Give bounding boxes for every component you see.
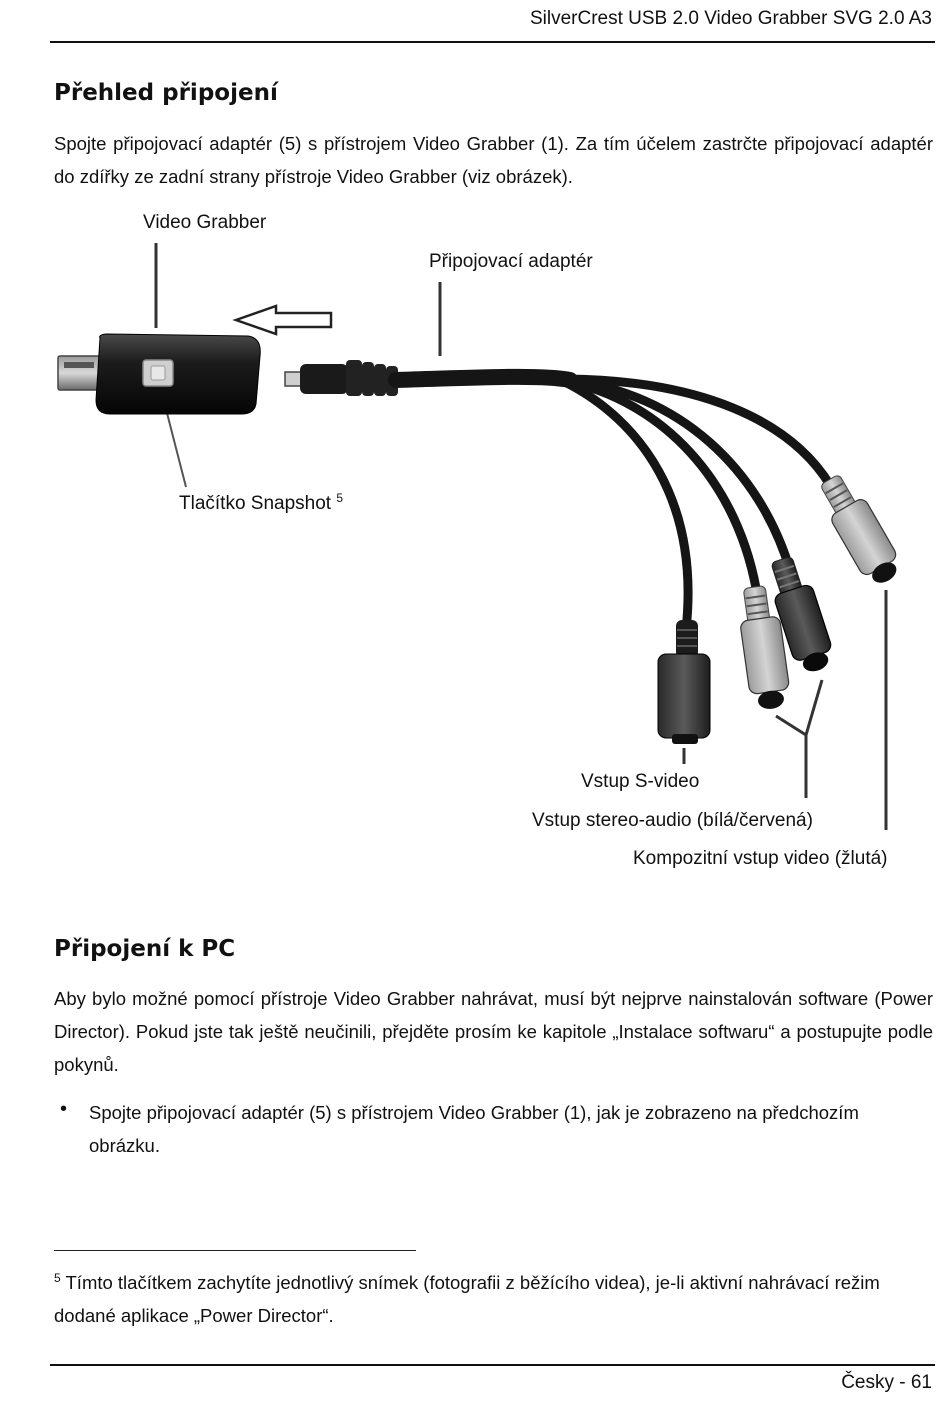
pc-connection-paragraph: Aby bylo možné pomocí přístroje Video Gr… xyxy=(54,988,933,1075)
footnote-ref: 5 xyxy=(336,491,344,505)
footer-rule xyxy=(50,1364,935,1366)
label-connection-adapter: Připojovací adaptér xyxy=(429,251,593,272)
video-grabber-device-icon xyxy=(95,333,261,415)
white-audio-plug-icon xyxy=(740,585,790,709)
footnote-text: Tímto tlačítkem zachytíte jednotlivý sní… xyxy=(54,1272,880,1326)
label-snapshot-button: Tlačítko Snapshot 5 xyxy=(179,491,344,514)
footnote: 5 Tímto tlačítkem zachytíte jednotlivý s… xyxy=(54,1266,933,1332)
footnote-rule xyxy=(54,1250,416,1251)
usb-plug-icon xyxy=(57,355,101,391)
section-heading-pc-connection: Připojení k PC xyxy=(54,936,236,962)
header-rule xyxy=(50,41,935,43)
label-composite-video-input: Kompozitní vstup video (žlutá) xyxy=(633,848,888,869)
red-audio-cable xyxy=(564,375,795,572)
label-svideo-input: Vstup S-video xyxy=(581,771,700,792)
bullet-item: Spojte připojovací adaptér (5) s přístro… xyxy=(89,1102,859,1156)
bullet-icon: • xyxy=(60,1098,68,1120)
white-audio-cable xyxy=(564,376,763,601)
composite-cable xyxy=(564,374,834,488)
device-illustration xyxy=(57,243,897,830)
insert-arrow-icon xyxy=(232,304,333,336)
page-number: Česky - 61 xyxy=(841,1372,932,1393)
svideo-cable xyxy=(562,377,693,631)
connection-figure: Video Grabber Připojovací adaptér Tlačít… xyxy=(0,200,950,890)
svideo-plug-icon xyxy=(657,620,711,744)
running-header: SilverCrest USB 2.0 Video Grabber SVG 2.… xyxy=(529,8,932,29)
section-heading-overview: Přehled připojení xyxy=(54,80,278,106)
composite-plug-icon xyxy=(821,475,897,583)
overview-paragraph: Spojte připojovací adaptér (5) s přístro… xyxy=(54,133,933,187)
red-audio-plug-icon xyxy=(771,556,832,672)
label-video-grabber: Video Grabber xyxy=(143,212,267,233)
label-stereo-audio-input: Vstup stereo-audio (bílá/červená) xyxy=(532,810,813,831)
footnote-number: 5 xyxy=(54,1271,61,1285)
